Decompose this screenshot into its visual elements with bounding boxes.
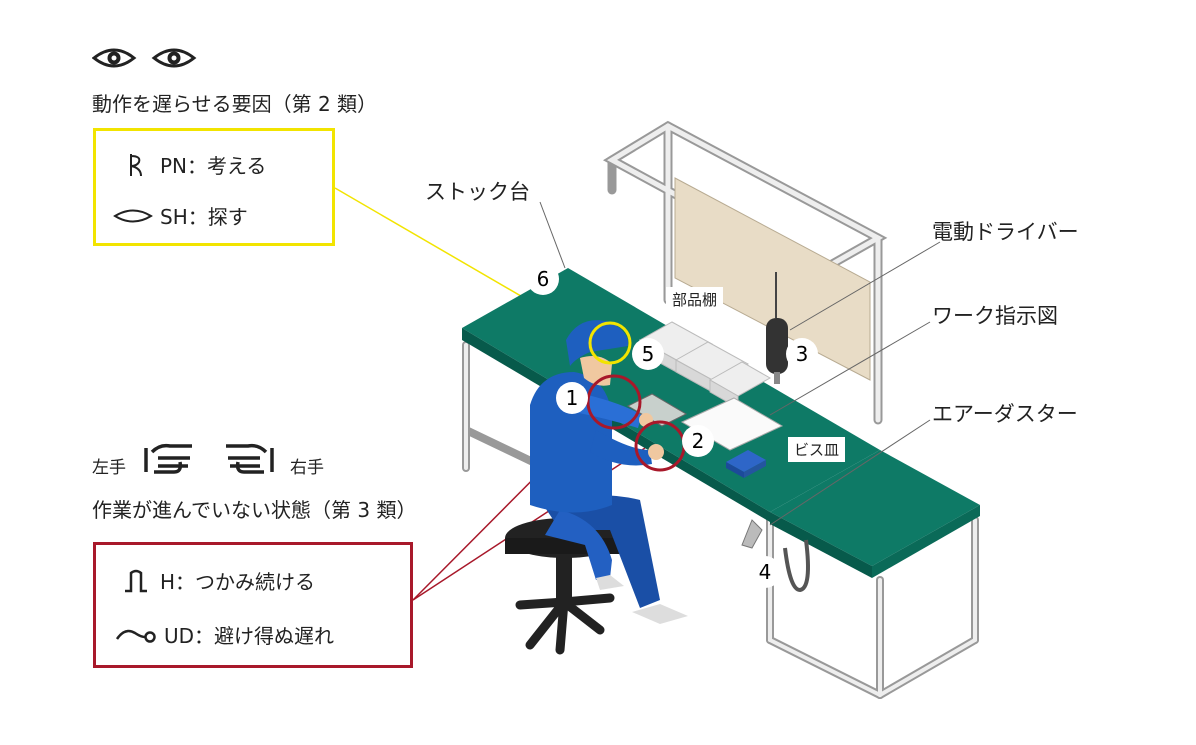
legend-ud: UD：避け得ぬ遅れ [114, 620, 334, 649]
left-hand-icon [144, 443, 192, 474]
right-hand-label: 右手 [290, 458, 324, 478]
table-top [462, 268, 880, 512]
pn-symbol-icon [118, 152, 154, 178]
right-hand-icon [226, 443, 274, 474]
hands-icon-group [144, 443, 274, 474]
eye-icon [151, 48, 197, 68]
category-3-legend-box [93, 542, 413, 668]
work-instruction-drawing [680, 397, 784, 451]
svg-text:2: 2 [692, 429, 705, 453]
eyes-icon-group [92, 48, 197, 68]
category-3-title: 作業が進んでいない状態（第 3 類） [92, 498, 417, 522]
legend-h: H：つかみ続ける [118, 566, 315, 595]
focus-circle-red-1 [586, 374, 642, 430]
step-badge-5: 5 [632, 338, 664, 370]
screw-tray-label: ビス皿 [788, 437, 846, 462]
back-panel [674, 177, 871, 381]
step-badge-1: 1 [556, 382, 588, 414]
left-hand-label: 左手 [92, 458, 126, 478]
legend-sh: SH：探す [112, 201, 248, 230]
work-instruction-label: ワーク指示図 [932, 304, 1058, 328]
step-badge-4: 4 [749, 556, 781, 588]
svg-text:3: 3 [796, 342, 809, 366]
sh-eye-outline-icon [112, 207, 154, 225]
svg-text:4: 4 [759, 560, 772, 584]
step-badge-3: 3 [786, 338, 818, 370]
svg-text:6: 6 [537, 267, 550, 291]
air-duster [741, 519, 763, 549]
stock-table-label: ストック台 [425, 180, 530, 204]
electric-driver-label: 電動ドライバー [932, 220, 1079, 244]
category-2-legend-box [93, 128, 335, 246]
step-badge-6: 6 [527, 263, 559, 295]
step-badge-2: 2 [682, 425, 714, 457]
svg-text:5: 5 [642, 342, 655, 366]
worker [530, 320, 688, 624]
ud-delay-symbol-icon [114, 625, 158, 645]
focus-circle-yellow [588, 321, 632, 365]
screw-tray [726, 450, 766, 478]
svg-text:1: 1 [566, 386, 579, 410]
electric-driver [766, 318, 788, 374]
parts-shelf-label: 部品棚 [666, 287, 724, 312]
air-duster-label: エアーダスター [932, 402, 1078, 426]
legend-pn: PN：考える [118, 150, 266, 179]
category-2-title: 動作を遅らせる要因（第 2 類） [92, 92, 378, 116]
extension-table-top [770, 450, 980, 566]
eye-icon [92, 48, 137, 68]
h-hold-symbol-icon [118, 569, 154, 593]
